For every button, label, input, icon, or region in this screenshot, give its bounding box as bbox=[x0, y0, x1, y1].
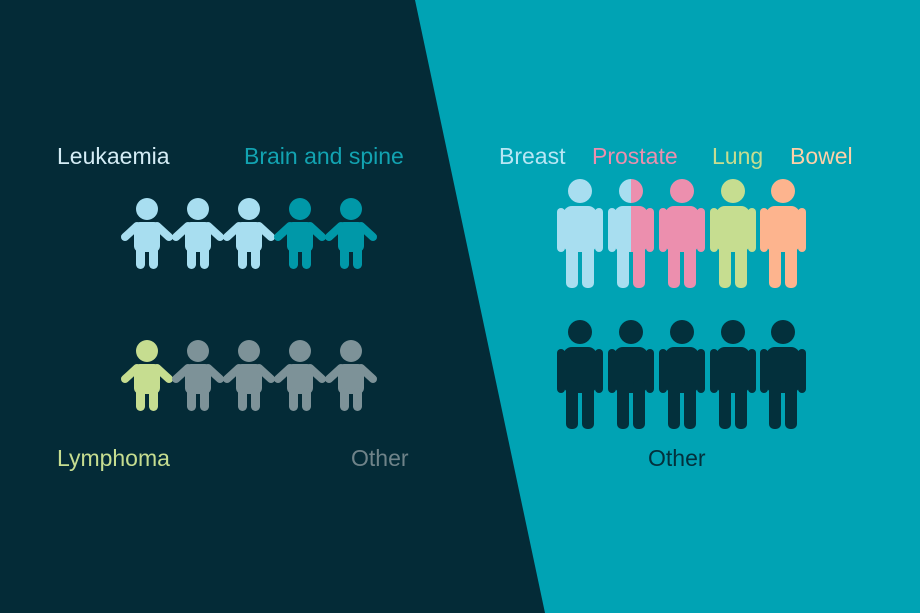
adult-figure-bowel bbox=[760, 179, 806, 288]
adult-figure-other bbox=[659, 320, 705, 429]
label-breast: Breast bbox=[499, 143, 566, 169]
adult-figure-prostate bbox=[659, 179, 705, 288]
adult-figure-other bbox=[760, 320, 806, 429]
child-figure-other bbox=[325, 340, 377, 411]
label-other-adults: Other bbox=[648, 445, 706, 471]
adult-figure-other bbox=[710, 320, 756, 429]
label-prostate: Prostate bbox=[592, 143, 678, 169]
child-figure-brain bbox=[274, 198, 326, 269]
adult-figure-lung bbox=[710, 179, 756, 288]
label-other-children: Other bbox=[351, 445, 409, 471]
adult-figure-breast bbox=[557, 179, 603, 288]
adult-figure-breast-prostate-breast-half bbox=[608, 179, 631, 288]
adult-figure-breast-prostate bbox=[608, 179, 654, 288]
child-figure-leukaemia bbox=[223, 198, 275, 269]
child-figure-other bbox=[223, 340, 275, 411]
dark-panel bbox=[0, 0, 545, 613]
adult-figure-other bbox=[608, 320, 654, 429]
label-lymphoma: Lymphoma bbox=[57, 445, 170, 471]
label-bowel: Bowel bbox=[790, 143, 853, 169]
label-lung: Lung bbox=[712, 143, 764, 169]
child-figure-leukaemia bbox=[172, 198, 224, 269]
child-figure-other bbox=[274, 340, 326, 411]
label-brain-and-spine: Brain and spine bbox=[244, 143, 404, 169]
child-figure-brain bbox=[325, 198, 377, 269]
child-figure-leukaemia bbox=[121, 198, 173, 269]
label-leukaemia: Leukaemia bbox=[57, 143, 170, 169]
adult-figure-breast-prostate-prostate-half bbox=[631, 179, 654, 288]
child-figure-lymphoma bbox=[121, 340, 173, 411]
adult-figure-other bbox=[557, 320, 603, 429]
child-figure-other bbox=[172, 340, 224, 411]
